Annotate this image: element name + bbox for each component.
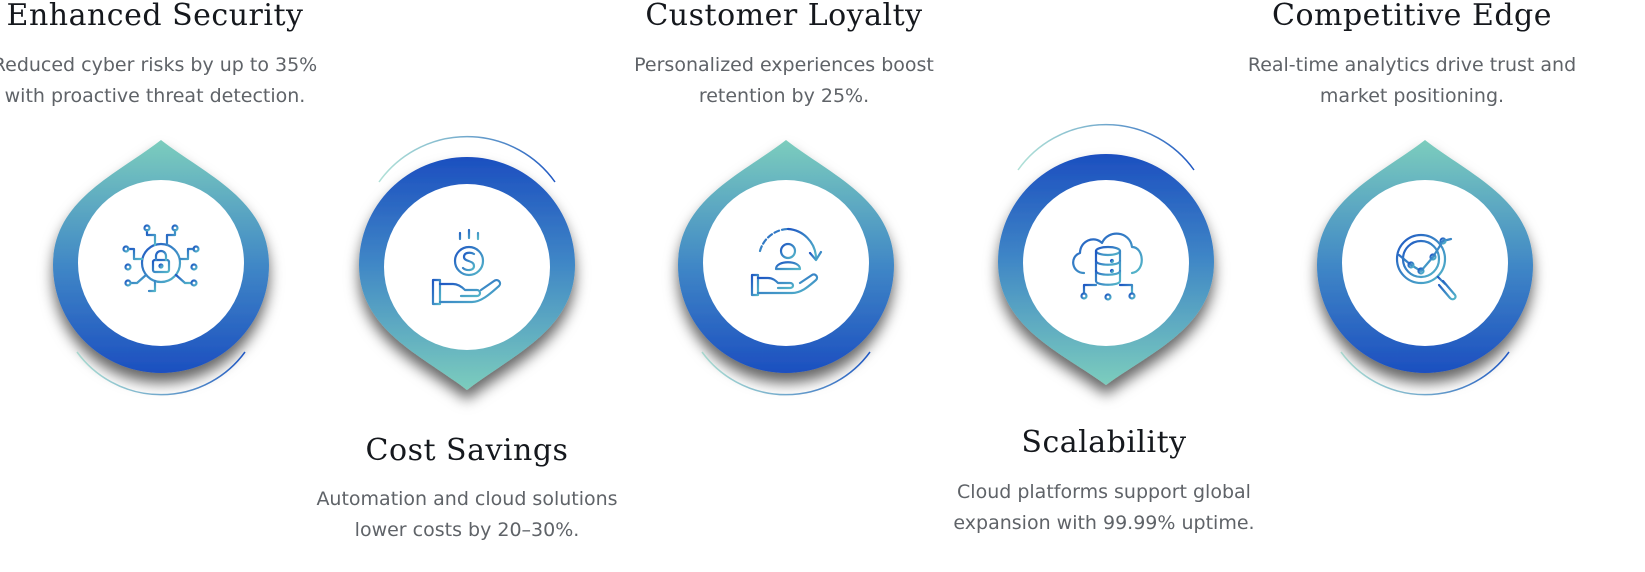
badge-customer-loyalty <box>646 130 926 410</box>
badge-competitive-edge <box>1285 130 1565 410</box>
item-desc-customer-loyalty: Personalized experiences boost retention… <box>634 54 934 107</box>
badge-scalability <box>966 123 1246 410</box>
item-title-competitive-edge: Competitive Edge <box>1271 0 1553 33</box>
item-desc-scalability: Cloud platforms support global expansion… <box>953 481 1255 534</box>
item-title-cost-savings: Cost Savings <box>365 433 569 468</box>
item-desc-enhanced-security: Reduced cyber risks by up to 35% with pr… <box>0 54 318 107</box>
badge-enhanced-security <box>21 130 301 410</box>
security-lock-circuit-icon <box>122 224 200 295</box>
item-title-enhanced-security: Enhanced Security <box>6 0 304 33</box>
item-title-customer-loyalty: Customer Loyalty <box>645 0 923 33</box>
item-desc-competitive-edge: Real-time analytics drive trust and mark… <box>1247 54 1577 107</box>
customer-retention-cycle-icon <box>750 227 823 297</box>
item-title-scalability: Scalability <box>1021 425 1187 460</box>
hand-dollar-coin-icon <box>431 228 502 306</box>
badge-cost-savings <box>327 130 607 410</box>
cloud-database-icon <box>1072 232 1143 301</box>
magnifier-analytics-icon <box>1395 233 1459 301</box>
item-desc-cost-savings: Automation and cloud solutions lower cos… <box>316 488 618 541</box>
